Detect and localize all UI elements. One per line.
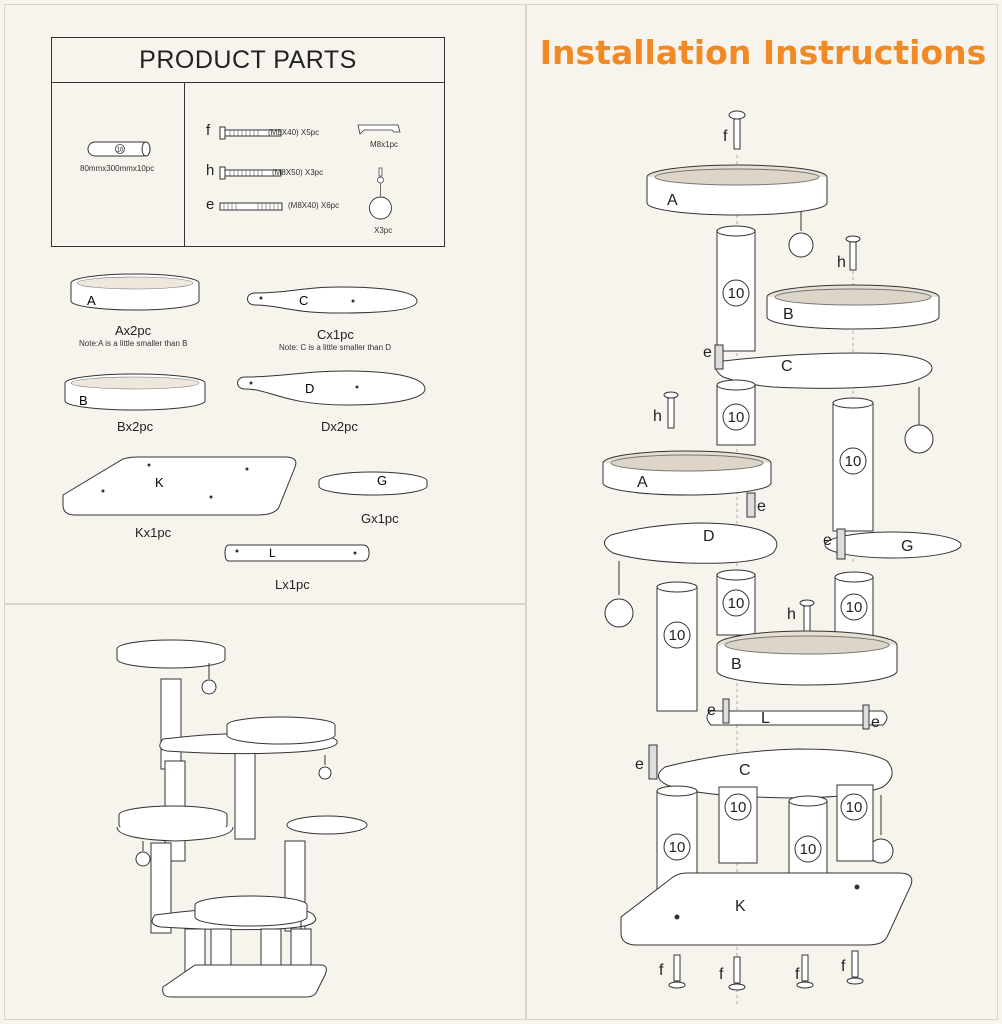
part-l-qty: Lx1pc (275, 577, 310, 592)
part-d-drawing: D (237, 370, 426, 406)
svg-text:h: h (653, 408, 662, 425)
part-b-drawing: B (64, 373, 206, 411)
svg-text:A: A (637, 474, 648, 491)
screw-e-spec: (M8X40) X6pc (288, 201, 340, 210)
svg-text:L: L (761, 710, 770, 727)
svg-text:G: G (377, 473, 387, 488)
product-parts-title: PRODUCT PARTS (52, 38, 444, 83)
svg-text:10: 10 (728, 285, 745, 302)
parts-divider (184, 82, 185, 246)
svg-text:e: e (703, 344, 712, 361)
svg-text:10: 10 (669, 839, 686, 856)
svg-text:B: B (731, 656, 742, 673)
svg-text:e: e (871, 714, 880, 731)
svg-text:L: L (269, 546, 276, 560)
svg-text:e: e (757, 498, 766, 515)
ball-toy-label: X3pc (374, 226, 393, 235)
exploded-assembly-diagram: 10 10 10 10 10 10 10 10 10 10 A B C A D … (602, 110, 962, 1005)
svg-text:f: f (723, 128, 728, 145)
part-l-drawing: L (224, 544, 370, 562)
screw-h-icon (219, 166, 282, 180)
svg-text:f: f (719, 966, 724, 983)
svg-text:e: e (823, 532, 832, 549)
wrench-label: M8x1pc (370, 140, 399, 149)
product-parts-box: PRODUCT PARTS 10 80mmx300mmx10pc f (M8X4… (51, 37, 445, 247)
svg-text:h: h (787, 606, 796, 623)
part-g-drawing: G (318, 471, 428, 496)
screw-f-letter: f (206, 122, 211, 139)
svg-text:10: 10 (117, 148, 124, 154)
post-dimension-label: 80mmx300mmx10pc (80, 164, 155, 173)
part-k-drawing: K (62, 456, 297, 516)
part-a-note: Note:A is a little smaller than B (79, 339, 188, 348)
svg-text:A: A (667, 192, 678, 209)
part-b-qty: Bx2pc (117, 419, 154, 434)
svg-text:10: 10 (845, 453, 862, 470)
installation-panel: Installation Instructions (526, 4, 998, 1020)
assembled-preview-panel (4, 604, 526, 1020)
svg-text:10: 10 (846, 799, 863, 816)
svg-text:10: 10 (669, 627, 686, 644)
svg-text:B: B (783, 306, 794, 323)
svg-text:10: 10 (730, 799, 747, 816)
screw-f-icon (219, 126, 282, 140)
ball-toy-icon (369, 167, 392, 220)
svg-text:C: C (781, 358, 793, 375)
svg-text:A: A (87, 293, 96, 308)
svg-text:B: B (79, 393, 88, 408)
screw-h-letter: h (206, 162, 215, 179)
part-d-qty: Dx2pc (321, 419, 358, 434)
svg-text:D: D (305, 381, 314, 396)
svg-text:G: G (901, 538, 913, 555)
svg-text:f: f (659, 962, 664, 979)
svg-text:e: e (707, 702, 716, 719)
svg-text:K: K (735, 898, 746, 915)
assembled-cat-tree-drawing (116, 639, 368, 998)
svg-text:10: 10 (800, 841, 817, 858)
svg-text:10: 10 (728, 595, 745, 612)
screw-e-letter: e (206, 196, 215, 213)
svg-text:f: f (795, 966, 800, 983)
svg-text:10: 10 (728, 409, 745, 426)
part-a-qty: Ax2pc (115, 323, 152, 338)
screw-e-icon (219, 202, 283, 211)
part-a-drawing: A (70, 273, 200, 311)
part-g-qty: Gx1pc (361, 511, 399, 526)
part-k-qty: Kx1pc (135, 525, 172, 540)
svg-text:C: C (739, 762, 751, 779)
svg-text:K: K (155, 475, 164, 490)
parts-panel: PRODUCT PARTS 10 80mmx300mmx10pc f (M8X4… (4, 4, 526, 604)
svg-text:e: e (635, 756, 644, 773)
screw-f-spec: (M8X40) X5pc (268, 128, 320, 137)
svg-text:C: C (299, 293, 308, 308)
wrench-icon (357, 124, 401, 135)
svg-text:f: f (841, 958, 846, 975)
screw-h-spec: (M8X50) X3pc (272, 168, 324, 177)
svg-text:10: 10 (846, 599, 863, 616)
part-c-note: Note: C is a little smaller than D (279, 343, 392, 352)
svg-text:D: D (703, 528, 715, 545)
part-c-drawing: C (247, 286, 418, 314)
svg-text:h: h (837, 254, 846, 271)
part-c-qty: Cx1pc (317, 327, 354, 342)
post-part-icon: 10 (87, 141, 151, 157)
installation-title: Installation Instructions (539, 33, 987, 72)
